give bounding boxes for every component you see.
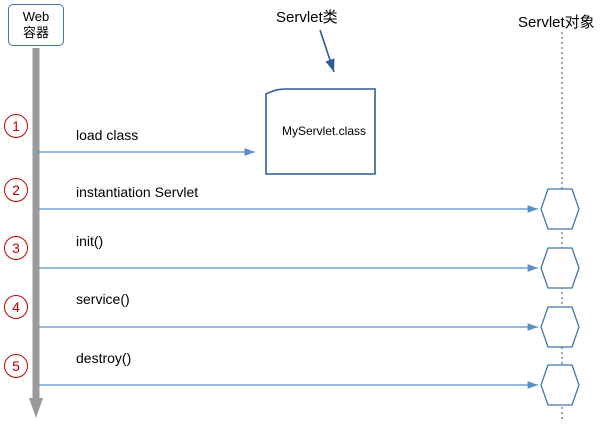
message-label-3: init() [76, 233, 104, 249]
activation-box-5 [540, 364, 580, 406]
step-number-4: 4 [4, 295, 28, 319]
step-number-5: 5 [4, 354, 28, 378]
class-file-name: MyServlet.class [281, 124, 367, 138]
lifeline-web-container [29, 48, 43, 418]
step-number-1: 1 [4, 114, 28, 138]
message-label-5: destroy() [76, 350, 132, 366]
step-number-3: 3 [4, 236, 28, 260]
activation-box-2 [540, 188, 580, 230]
servlet-class-pointer-arrow [319, 29, 335, 73]
message-label-1: load class [76, 127, 139, 143]
message-label-2: instantiation Servlet [76, 184, 199, 200]
actor-web-container: Web 容器 [8, 4, 64, 46]
class-file-shape [265, 88, 376, 175]
message-label-4: service() [76, 291, 130, 307]
label-servlet-object: Servlet对象 [518, 14, 595, 31]
label-servlet-class: Servlet类 [276, 9, 338, 26]
actor-web-container-line1: Web [22, 9, 50, 24]
actor-web-container-line2: 容器 [22, 25, 49, 40]
activation-box-4 [540, 306, 580, 348]
step-number-2: 2 [4, 178, 28, 202]
activation-box-3 [540, 247, 580, 289]
